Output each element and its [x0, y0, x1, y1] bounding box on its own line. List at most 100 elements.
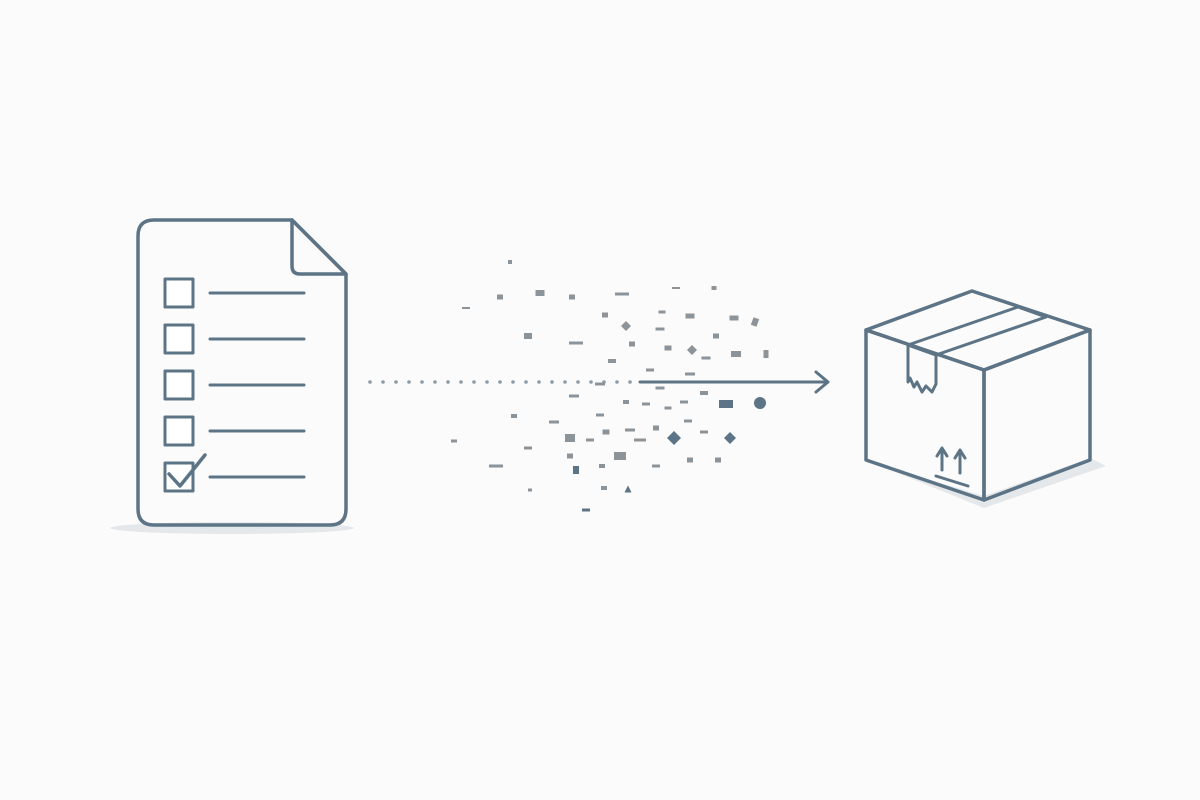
particle — [629, 341, 635, 347]
trail-dot — [563, 380, 567, 384]
scattered-particles — [451, 260, 769, 512]
trail-dot — [498, 380, 502, 384]
particle — [614, 452, 626, 460]
particle — [700, 430, 708, 434]
this-side-up-icon — [934, 446, 970, 488]
particle — [701, 356, 711, 360]
box-tape-top — [906, 305, 1048, 357]
particle — [497, 294, 503, 300]
particle — [586, 438, 594, 442]
checkbox-icon — [163, 369, 195, 401]
particle — [601, 486, 607, 490]
particle — [687, 345, 697, 355]
particle — [625, 428, 635, 432]
particle — [549, 420, 559, 424]
trail-dot — [615, 380, 619, 384]
checkbox-icon — [163, 415, 195, 447]
particle — [462, 307, 470, 309]
particle — [685, 313, 695, 319]
particle — [715, 457, 721, 463]
trail-dot — [589, 380, 593, 384]
checkbox-icon — [163, 323, 195, 355]
checklist-items — [163, 277, 306, 493]
particle — [653, 425, 659, 431]
particle — [569, 394, 579, 398]
checklist-row — [163, 453, 306, 493]
checklist-row — [163, 369, 306, 401]
particle — [719, 400, 733, 408]
trail-dot — [446, 380, 450, 384]
arrow-right-icon — [814, 370, 830, 394]
particle — [567, 453, 573, 459]
particle — [624, 485, 632, 493]
particle — [596, 413, 604, 417]
dotted-trail — [368, 380, 632, 384]
particle — [655, 327, 665, 331]
particle — [621, 321, 631, 331]
trail-dot — [537, 380, 541, 384]
trail-dot — [550, 380, 554, 384]
particle — [615, 292, 629, 296]
particle — [731, 351, 741, 357]
particle — [646, 368, 654, 372]
trail-dot — [433, 380, 437, 384]
particle — [602, 312, 608, 318]
particle — [684, 419, 692, 423]
trail-dot — [524, 380, 528, 384]
particle — [713, 333, 719, 339]
trail-dot — [576, 380, 580, 384]
trail-dot — [459, 380, 463, 384]
particle — [700, 391, 708, 395]
particle — [595, 382, 605, 386]
particle — [524, 446, 532, 450]
package-box-icon — [864, 289, 1106, 508]
particle — [763, 350, 769, 358]
particle — [599, 464, 605, 468]
particle — [664, 406, 672, 410]
trail-dot — [485, 380, 489, 384]
document-body — [136, 218, 348, 527]
checkbox-icon — [163, 277, 195, 309]
particle — [602, 429, 610, 435]
particle — [508, 260, 512, 264]
particle — [652, 464, 660, 468]
particle — [535, 290, 545, 296]
particle — [655, 386, 665, 390]
particle — [642, 402, 650, 406]
box-front-face — [864, 328, 986, 502]
particle — [582, 508, 590, 512]
trail-dot — [472, 380, 476, 384]
box-top-face — [864, 289, 1092, 372]
document-folded-corner — [290, 218, 348, 276]
checklist-row — [163, 415, 306, 447]
trail-dot — [407, 380, 411, 384]
trail-dot — [628, 380, 632, 384]
particle — [528, 488, 532, 492]
particle — [754, 397, 766, 409]
particle — [569, 294, 575, 300]
particle — [608, 359, 616, 363]
particle — [724, 432, 736, 444]
particle — [511, 414, 517, 418]
trail-dot — [394, 380, 398, 384]
box-side-face — [982, 328, 1092, 502]
particle — [685, 372, 695, 376]
particle — [569, 341, 583, 345]
particle — [687, 457, 693, 463]
checklist-row — [163, 277, 306, 309]
particle — [711, 286, 717, 290]
particle — [634, 438, 646, 442]
particle — [451, 439, 457, 443]
particle — [729, 315, 739, 321]
particle — [672, 287, 680, 289]
trail-dot — [511, 380, 515, 384]
particle — [524, 333, 532, 339]
particle — [750, 317, 760, 327]
particle — [680, 400, 688, 404]
trail-dot — [368, 380, 372, 384]
particle — [573, 466, 579, 474]
trail-dot — [381, 380, 385, 384]
particle — [489, 464, 503, 468]
particle — [667, 431, 681, 445]
